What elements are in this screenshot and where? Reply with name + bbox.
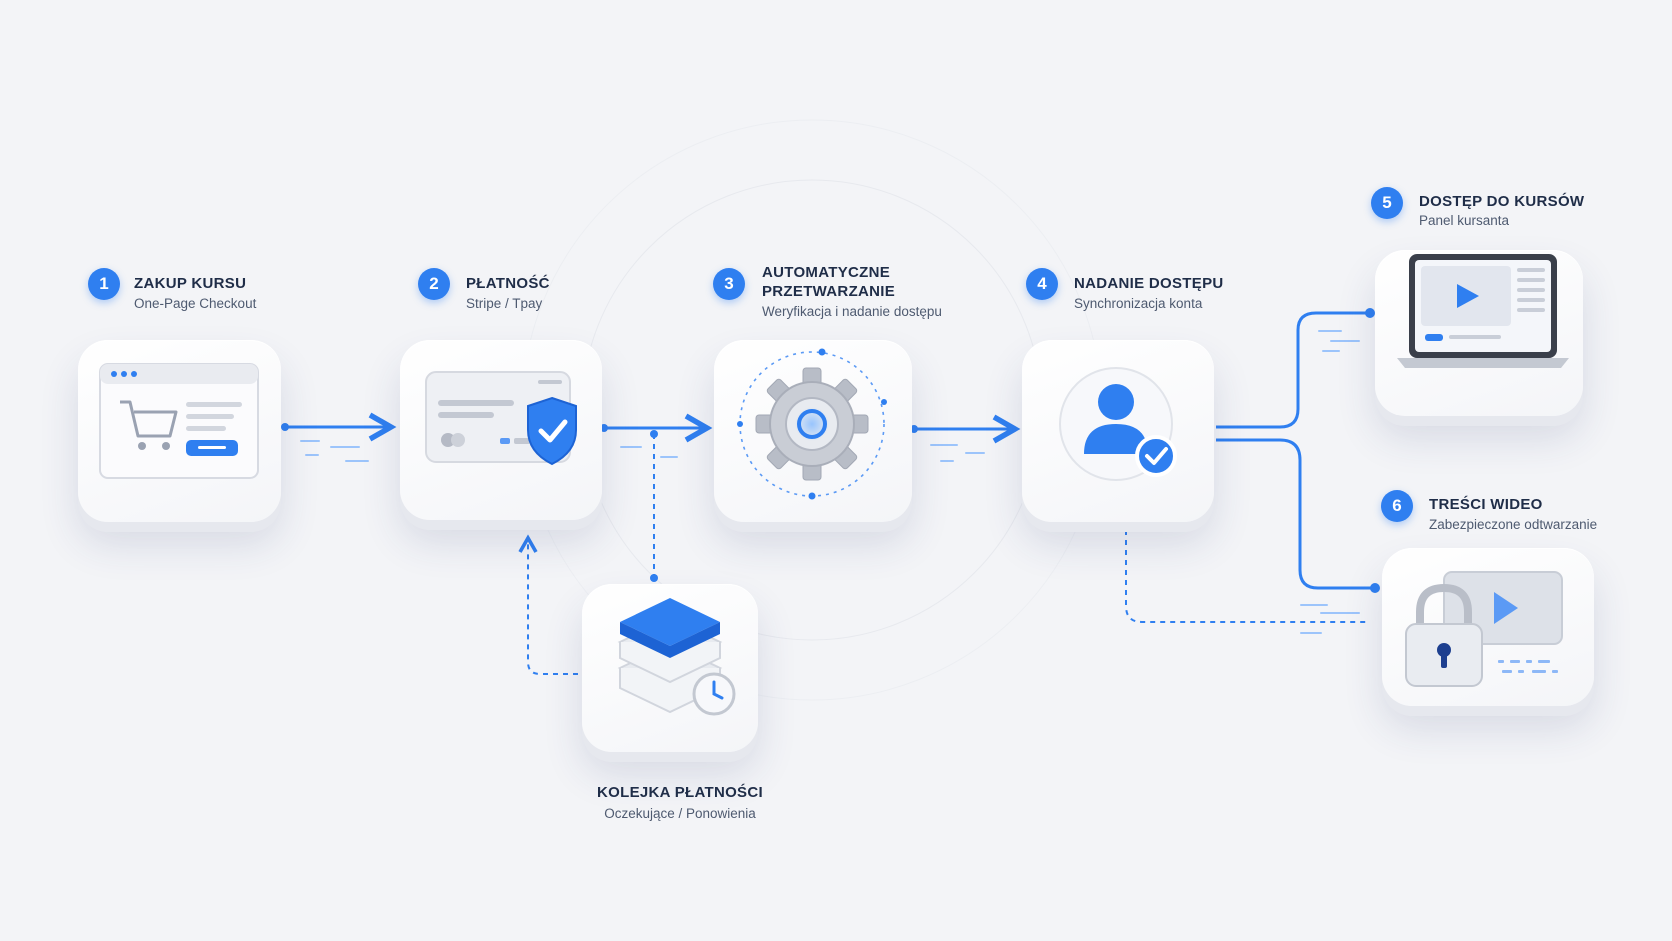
queue-label: KOLEJKA PŁATNOŚCI Oczekujące / Ponowieni… <box>570 783 790 821</box>
particle-trail <box>300 330 1360 634</box>
step-1-subtitle: One-Page Checkout <box>134 296 257 311</box>
connector-dot <box>910 425 918 433</box>
lock-video-icon <box>1405 571 1563 687</box>
step-2-title: PŁATNOŚĆ <box>466 275 550 292</box>
step-3-subtitle: Weryfikacja i nadanie dostępu <box>762 304 942 319</box>
connector-dot <box>600 424 608 432</box>
step-2-subtitle: Stripe / Tpay <box>466 296 543 311</box>
queue-subtitle: Oczekujące / Ponowienia <box>604 806 756 821</box>
step-6-tile[interactable] <box>1382 548 1594 706</box>
step-5-title: DOSTĘP DO KURSÓW <box>1419 193 1585 210</box>
connector-4-6-dashed <box>1125 530 1370 623</box>
step-1-tile[interactable] <box>78 340 281 522</box>
step-1-badge: 1 <box>88 268 120 300</box>
connector-dot <box>650 574 658 582</box>
step-3-title-line-1: AUTOMATYCZNE <box>762 264 891 281</box>
laptop-play-icon <box>1397 254 1569 368</box>
step-3-badge: 3 <box>713 268 745 300</box>
connector-dot <box>1370 583 1380 593</box>
step-4-tile[interactable] <box>1022 340 1214 522</box>
connector-4-6 <box>1216 438 1375 590</box>
step-5-badge: 5 <box>1371 187 1403 219</box>
step-3-title-line-2: PRZETWARZANIE <box>762 283 896 300</box>
queue-tile[interactable] <box>582 584 758 752</box>
gear-icon <box>737 348 887 500</box>
step-3-tile[interactable] <box>714 340 912 522</box>
connector-queue-back <box>518 534 578 675</box>
connector-dot <box>1365 308 1375 318</box>
step-2-tile[interactable] <box>400 340 602 520</box>
step-5-tile[interactable] <box>1375 250 1583 416</box>
step-4-subtitle: Synchronizacja konta <box>1074 296 1203 311</box>
credit-card-shield-icon <box>425 371 577 466</box>
connector-4-5 <box>1216 311 1370 429</box>
step-5-subtitle: Panel kursanta <box>1419 213 1510 228</box>
queue-title: KOLEJKA PŁATNOŚCI <box>597 784 763 801</box>
user-check-icon <box>1059 367 1177 481</box>
step-2-badge: 2 <box>418 268 450 300</box>
step-6-subtitle: Zabezpieczone odtwarzanie <box>1429 517 1598 532</box>
step-4-badge: 4 <box>1026 268 1058 300</box>
connector-dot <box>281 423 289 431</box>
step-6-badge: 6 <box>1381 490 1413 522</box>
step-1-title: ZAKUP KURSU <box>134 275 247 292</box>
step-4-title: NADANIE DOSTĘPU <box>1074 275 1224 292</box>
queue-clock-icon <box>617 598 736 716</box>
cart-browser-icon <box>99 363 259 479</box>
step-6-title: TREŚCI WIDEO <box>1429 496 1543 513</box>
